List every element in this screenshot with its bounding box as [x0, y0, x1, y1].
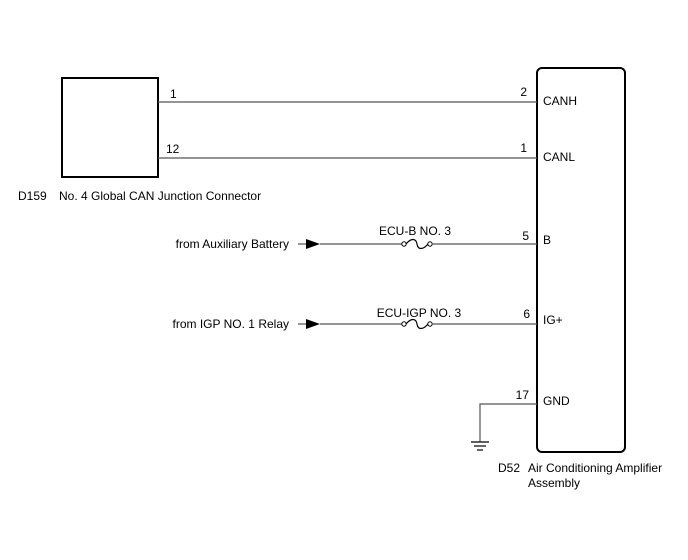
ig-arrow-icon [306, 319, 320, 329]
amp-pin-num: 2 [520, 85, 527, 99]
junction-code: D159 [18, 189, 47, 203]
fuse-label: ECU-IGP NO. 3 [377, 306, 462, 320]
source-label: from Auxiliary Battery [176, 237, 289, 251]
gnd-wire [479, 403, 537, 442]
junction-name: No. 4 Global CAN Junction Connector [59, 189, 261, 203]
amplifier-name-line2: Assembly [528, 476, 580, 490]
ig-fuse-icon [401, 318, 433, 330]
b-arrow-icon [306, 239, 320, 249]
amp-signal-name: CANL [543, 150, 575, 164]
junction-pin-canh: 1 [170, 87, 177, 101]
junction-connector-box [61, 77, 159, 178]
amplifier-code: D52 [498, 461, 520, 475]
ground-icon [471, 441, 489, 451]
amp-signal-name: B [543, 233, 551, 247]
amp-pin-num: 6 [523, 307, 530, 321]
amp-pin-num: 1 [520, 141, 527, 155]
amplifier-box [536, 67, 626, 453]
fuse-label: ECU-B NO. 3 [379, 224, 451, 238]
amp-signal-name: IG+ [543, 313, 563, 327]
junction-pin-canl: 12 [166, 142, 180, 156]
amplifier-name-line1: Air Conditioning Amplifier [528, 461, 662, 475]
amp-signal-name: CANH [543, 94, 577, 108]
amp-signal-name: GND [543, 394, 570, 408]
amp-pin-num: 5 [522, 229, 529, 243]
b-fuse-icon [401, 238, 433, 250]
amp-pin-num: 17 [516, 388, 530, 402]
source-label: from IGP NO. 1 Relay [173, 317, 289, 331]
